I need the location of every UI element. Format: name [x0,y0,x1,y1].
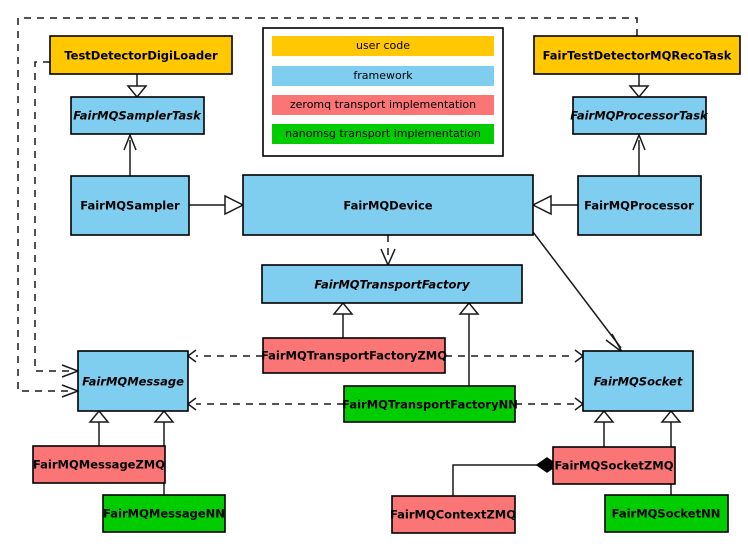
node-box[interactable] [262,337,446,374]
arrowhead-open [123,132,137,151]
legend-item-zeromq: zeromq transport implementation [272,95,494,115]
node-fairmqmessagenn[interactable]: FairMQMessageNN [102,494,226,533]
node-box[interactable] [70,96,205,135]
generalization-triangle [332,301,354,315]
edge-processor-to-processortask [632,132,646,176]
legend-swatch-framework [272,66,494,86]
generalization-triangle [126,85,148,99]
node-box[interactable] [77,350,189,412]
node-testdetectordigiloader[interactable]: TestDetectorDigiLoader [49,35,233,75]
legend-swatch-nanomsg [272,124,494,144]
generalization-triangle [88,409,110,423]
generalization-triangle [531,194,552,216]
edge-transportfactorynn-to-message [186,397,344,411]
node-fairmqsampler[interactable]: FairMQSampler [70,175,190,236]
arrowhead-open [574,349,585,363]
edge-transportfactorynn-to-socket [515,397,585,411]
legend-swatch-zeromq [272,95,494,115]
legend-item-framework: framework [272,66,494,86]
generalization-triangle [458,301,480,315]
node-fairmqsocketnn[interactable]: FairMQSocketNN [604,494,729,533]
edge-transportfactorynn-to-transportfactory [458,301,480,386]
edge-device-to-transportfactory [380,235,396,267]
node-fairmqsamplertask[interactable]: FairMQSamplerTask [70,96,205,135]
node-box[interactable] [32,445,166,484]
node-fairmqdevice[interactable]: FairMQDevice [242,174,534,236]
node-fairmqprocessortask[interactable]: FairMQProcessorTask [570,96,709,135]
arrowhead-open [186,349,197,363]
generalization-triangle [628,85,650,99]
edge-contextzmq-to-socketzmq [452,457,559,496]
edge-line [452,464,537,496]
edge-transportfactoryzmq-to-socket [445,349,585,363]
edge-recotask-to-processortask [628,74,650,99]
node-fairtestdetectormqrecotask[interactable]: FairTestDetectorMQRecoTask [533,35,741,75]
arrowhead-open [574,397,585,411]
legend-item-user-code: user code [272,36,494,56]
node-fairmqtransportfactorynn[interactable]: FairMQTransportFactoryNN [342,385,518,423]
node-fairmqprocessor[interactable]: FairMQProcessor [577,175,702,236]
edge-transportfactoryzmq-to-transportfactory [332,301,354,338]
node-box[interactable] [552,446,676,485]
node-box[interactable] [70,175,190,236]
legend-swatch-user-code [272,36,494,56]
node-box[interactable] [572,96,707,135]
edge-processor-to-device [531,194,578,216]
generalization-triangle [593,409,615,423]
edge-sampler-to-device [189,194,245,216]
arrowhead-open [186,397,197,411]
edge-digiloader-to-samplertask [126,74,148,99]
node-box[interactable] [343,385,516,423]
node-fairmqsocketzmq[interactable]: FairMQSocketZMQ [552,446,676,485]
edge-socketzmq-to-socket [593,409,615,447]
node-fairmqtransportfactoryzmq[interactable]: FairMQTransportFactoryZMQ [261,337,447,374]
node-fairmqmessage[interactable]: FairMQMessage [77,350,189,412]
node-fairmqmessagezmq[interactable]: FairMQMessageZMQ [32,445,166,484]
edge-device-to-socket [532,231,623,353]
node-fairmqsocket[interactable]: FairMQSocket [582,350,694,412]
node-box[interactable] [261,264,523,304]
arrowhead-open [605,333,623,353]
edge-recotask-to-message [17,17,638,392]
edge-sampler-to-samplertask [123,132,137,176]
edge-transportfactoryzmq-to-message [186,349,263,363]
generalization-triangle [660,409,682,423]
generalization-triangle [153,409,175,423]
node-fairmqcontextzmq[interactable]: FairMQContextZMQ [390,495,516,534]
legend: user code framework zeromq transport imp… [262,27,504,157]
edge-line [532,231,622,349]
edge-digiloader-to-message [34,61,70,372]
edge-messagezmq-to-message [88,409,110,446]
generalization-triangle [224,194,245,216]
node-box[interactable] [577,175,702,236]
node-box[interactable] [533,35,741,75]
node-box[interactable] [582,350,694,412]
node-box[interactable] [604,494,729,533]
arrowhead-open [632,132,646,151]
node-box[interactable] [49,35,233,75]
node-box[interactable] [242,174,534,236]
node-box[interactable] [391,495,516,534]
legend-item-nanomsg: nanomsg transport implementation [272,124,494,144]
node-fairmqtransportfactory[interactable]: FairMQTransportFactory [261,264,523,304]
node-box[interactable] [102,494,226,533]
